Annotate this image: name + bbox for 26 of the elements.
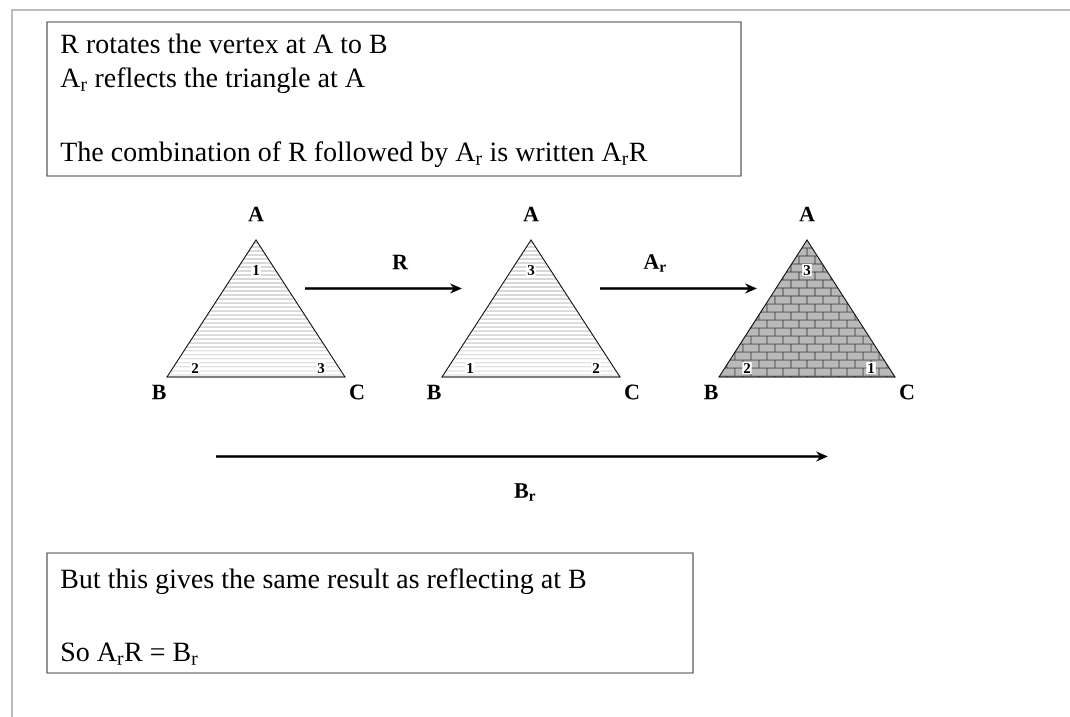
corner-number: 2	[190, 362, 200, 374]
vertex-label: B	[427, 384, 441, 400]
corner-number: 2	[742, 362, 752, 374]
vertex-label: A	[523, 206, 539, 222]
triangle	[718, 239, 896, 378]
edge-label: A$_{r}$	[642, 253, 668, 273]
corner-number: 3	[802, 263, 812, 277]
text-box: But this gives the same result as reflecting at B So A$_{r}$R = B$_{r}$	[46, 552, 694, 674]
corner-number: 1	[251, 264, 261, 276]
vertex-label: B	[704, 384, 718, 400]
corner-number: 1	[866, 362, 876, 374]
corner-number: 3	[316, 361, 326, 375]
vertex-label: C	[350, 384, 364, 400]
corner-number: 1	[465, 362, 475, 374]
edge-label: B$_{r}$	[513, 482, 537, 502]
vertex-label: C	[625, 384, 639, 400]
vertex-label: C	[900, 384, 914, 400]
corner-number: 3	[526, 263, 536, 277]
edge-label: R	[391, 253, 409, 271]
triangle	[441, 239, 621, 378]
vertex-label: A	[248, 206, 264, 222]
triangle	[166, 239, 346, 378]
vertex-label: A	[799, 206, 815, 222]
corner-number: 2	[591, 362, 601, 374]
text-box: R rotates the vertex at A to B A$_{r}$ reflects the triangle at A The combination of R followed by A$_{r}$ is written A$_{r}$R	[46, 21, 742, 177]
vertex-label: B	[152, 384, 166, 400]
